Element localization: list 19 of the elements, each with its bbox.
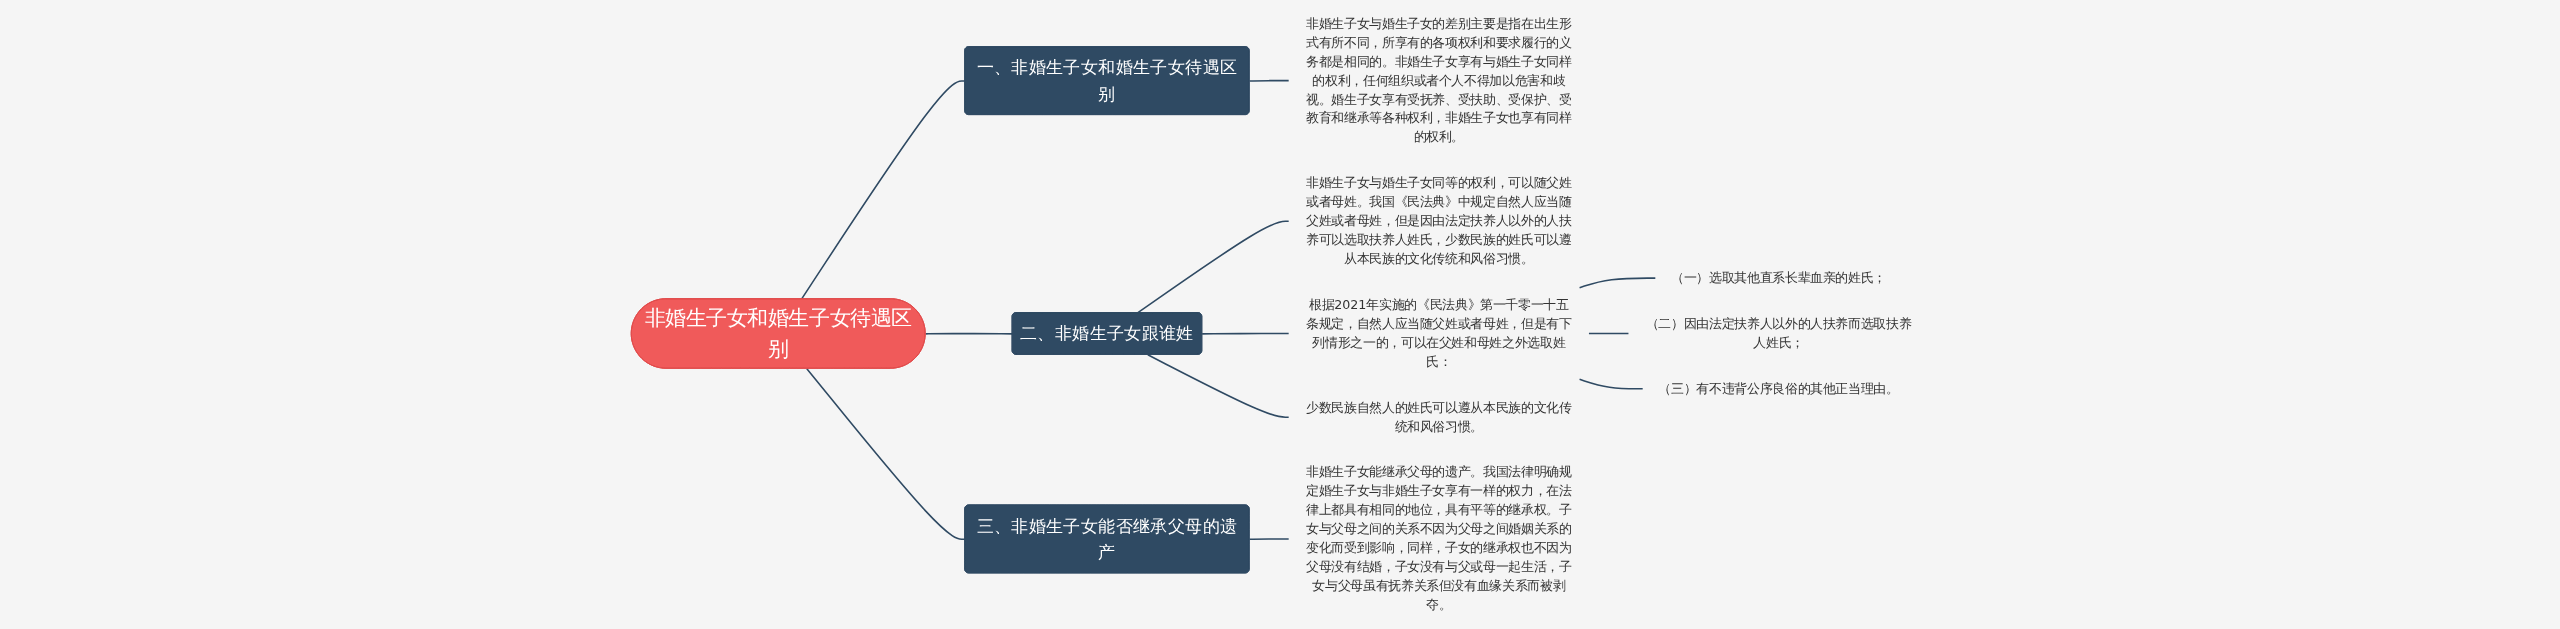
node-text: （三）有不违背公序良俗的其他正当理由。: [1658, 380, 1899, 396]
connector: [924, 332, 1014, 335]
connector: [1136, 220, 1290, 314]
connector: [806, 367, 966, 541]
node-text: 非婚生子女与婚生子女的差别主要是指在出生形式有所不同，所享有的各项权利和要求履行的义务都是相同的。非婚生子女享有与婚生子女同样的权利，任何组织或者个人不得加以危害和歧视。婚生子女享有受抚养、受扶助、受保护、受教育和继承等各种权利，非婚生子女也享有同样的权利。: [1306, 15, 1572, 145]
node-text: （二）因由法定扶养人以外的人扶养而选取扶养人姓氏；: [1645, 316, 1912, 351]
connector: [800, 80, 966, 300]
node-text: 根据2021年实施的《民法典》第一千零一十五条规定，自然人应当随父姓或者母姓，但是有下列情形之一的，可以在父姓和母姓之外选取姓氏：: [1306, 297, 1572, 370]
connector: [1578, 378, 1644, 390]
node-text: （一）选取其他直系长辈血亲的姓氏；: [1671, 270, 1887, 286]
connector: [1248, 79, 1290, 82]
connector: [1147, 354, 1290, 419]
node-text: 非婚生子女能继承父母的遗产。我国法律明确规定婚生子女与非婚生子女享有一样的权力，在法律上都具有相同的地位，具有平等的继承权。子女与父母之间的关系不因为父母之间婚姻关系的变化而受到影响，同样，子女的继承权也不因为父母没有结婚，子女没有与父或母一起生活，子女与父母虽有抚养关系但没有血缘关系而被剥夺。: [1306, 464, 1572, 613]
connector: [1578, 277, 1657, 289]
node-text: 少数民族自然人的姓氏可以遵从本民族的文化传统和风俗习惯。: [1306, 399, 1572, 434]
node-text: 非婚生子女与婚生子女同等的权利，可以随父姓或者母姓。我国《民法典》中规定自然人应当随父姓或者母姓，但是因由法定扶养人以外的人扶养可以选取扶养人姓氏，少数民族的姓氏可以遵从本民族的文化传统和风俗习惯。: [1306, 175, 1572, 267]
connector: [1201, 332, 1290, 335]
connector: [1248, 538, 1290, 541]
connector: [1588, 332, 1630, 335]
